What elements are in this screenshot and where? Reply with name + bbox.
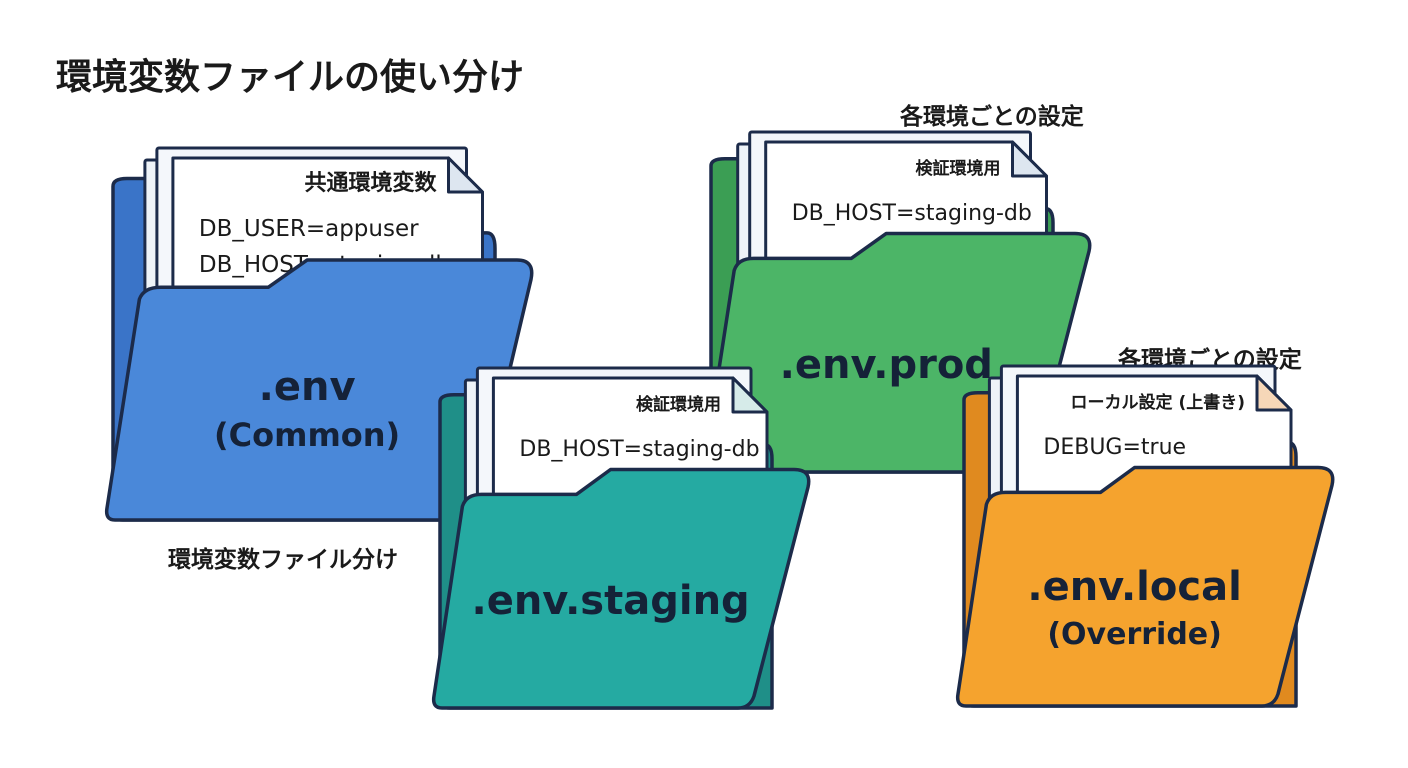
caption-env-split: 環境変数ファイル分け [168, 547, 398, 573]
folder-common: 共通環境変数DB_USER=appuserDB_HOST=staging-dbD… [104, 146, 534, 522]
folder-front [955, 465, 1335, 708]
env-line: DB_HOST=staging-db [519, 437, 759, 462]
folder-subtitle: (Override) [1047, 617, 1222, 652]
note-fold-corner [731, 376, 769, 414]
folder-front [104, 258, 534, 522]
folder-front [431, 467, 811, 710]
note-title: ローカル設定 (上書き) [1071, 392, 1245, 413]
folder-name: .env [259, 364, 356, 410]
folder-name: .env.prod [780, 342, 993, 388]
folder-name: .env.staging [472, 578, 750, 624]
env-line: DB_HOST=staging-db [792, 201, 1032, 226]
env-line: DEBUG=true [1043, 435, 1186, 460]
folder-name: .env.local [1027, 564, 1241, 610]
note-fold-corner [1011, 140, 1048, 178]
note-fold-corner [1255, 374, 1293, 412]
env-line: DB_USER=appuser [199, 216, 419, 242]
caption-per-env-top: 各環境ごとの設定 [900, 104, 1084, 130]
note-title: 検証環境用 [636, 394, 721, 415]
folder-subtitle: (Common) [214, 416, 400, 454]
note-title: 共通環境変数 [304, 170, 437, 196]
folder-local: ローカル設定 (上書き) DEBUG=true .env.local (Overrid… [955, 364, 1335, 708]
page-title: 環境変数ファイルの使い分け [56, 57, 525, 98]
note-title: 検証環境用 [916, 158, 1001, 179]
note-fold-corner [447, 156, 484, 194]
folder-staging: 検証環境用 DB_HOST=staging-db .env.staging [431, 366, 811, 710]
